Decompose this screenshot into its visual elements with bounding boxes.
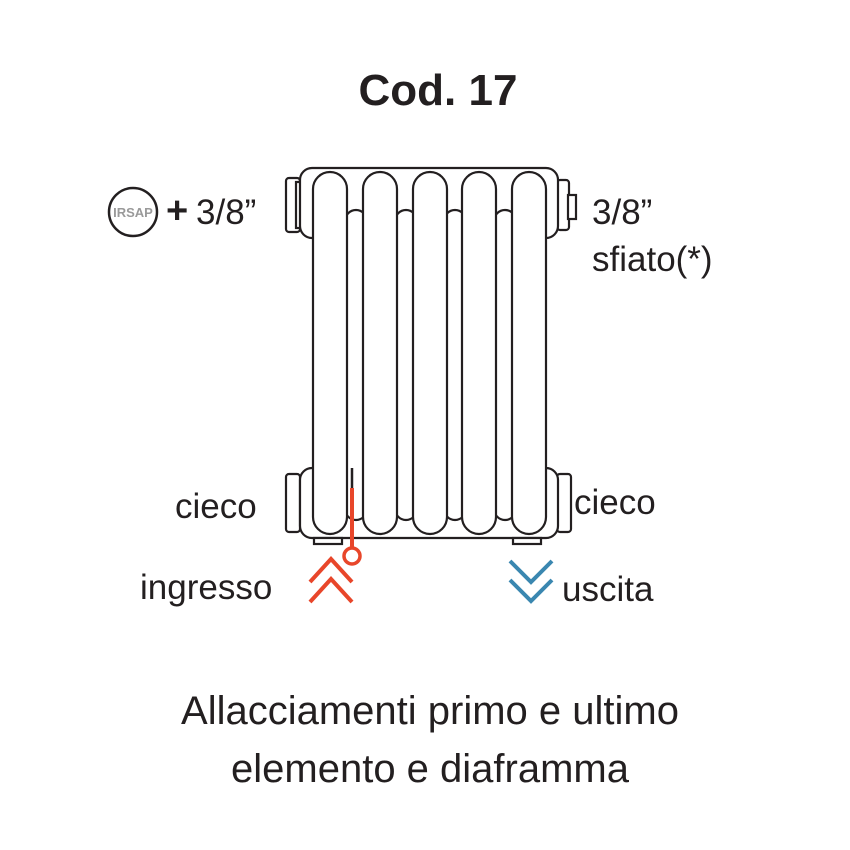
caption-line-1: Allacciamenti primo e ultimo: [181, 689, 679, 733]
caption: Allacciamenti primo e ultimo elemento e …: [0, 682, 850, 798]
irsap-logo: IRSAP: [107, 186, 159, 238]
label-top-left-size: 3/8”: [196, 193, 257, 232]
label-top-right-size: 3/8”: [592, 193, 653, 232]
logo-text: IRSAP: [113, 205, 153, 220]
caption-line-2: elemento e diaframma: [231, 747, 629, 791]
inlet-diaphragm: [342, 468, 362, 566]
inlet-arrow-up-icon: [308, 556, 354, 604]
label-vent: sfiato(*): [592, 240, 713, 279]
radiator-body: [284, 166, 578, 546]
diagram-title: Cod. 17: [358, 66, 518, 115]
label-inlet: ingresso: [140, 568, 273, 607]
outlet-arrow-down-icon: [508, 559, 554, 604]
plus-sign: +: [166, 190, 189, 232]
label-bottom-left: cieco: [175, 487, 257, 526]
label-bottom-right: cieco: [574, 483, 656, 522]
label-outlet: uscita: [562, 570, 654, 609]
